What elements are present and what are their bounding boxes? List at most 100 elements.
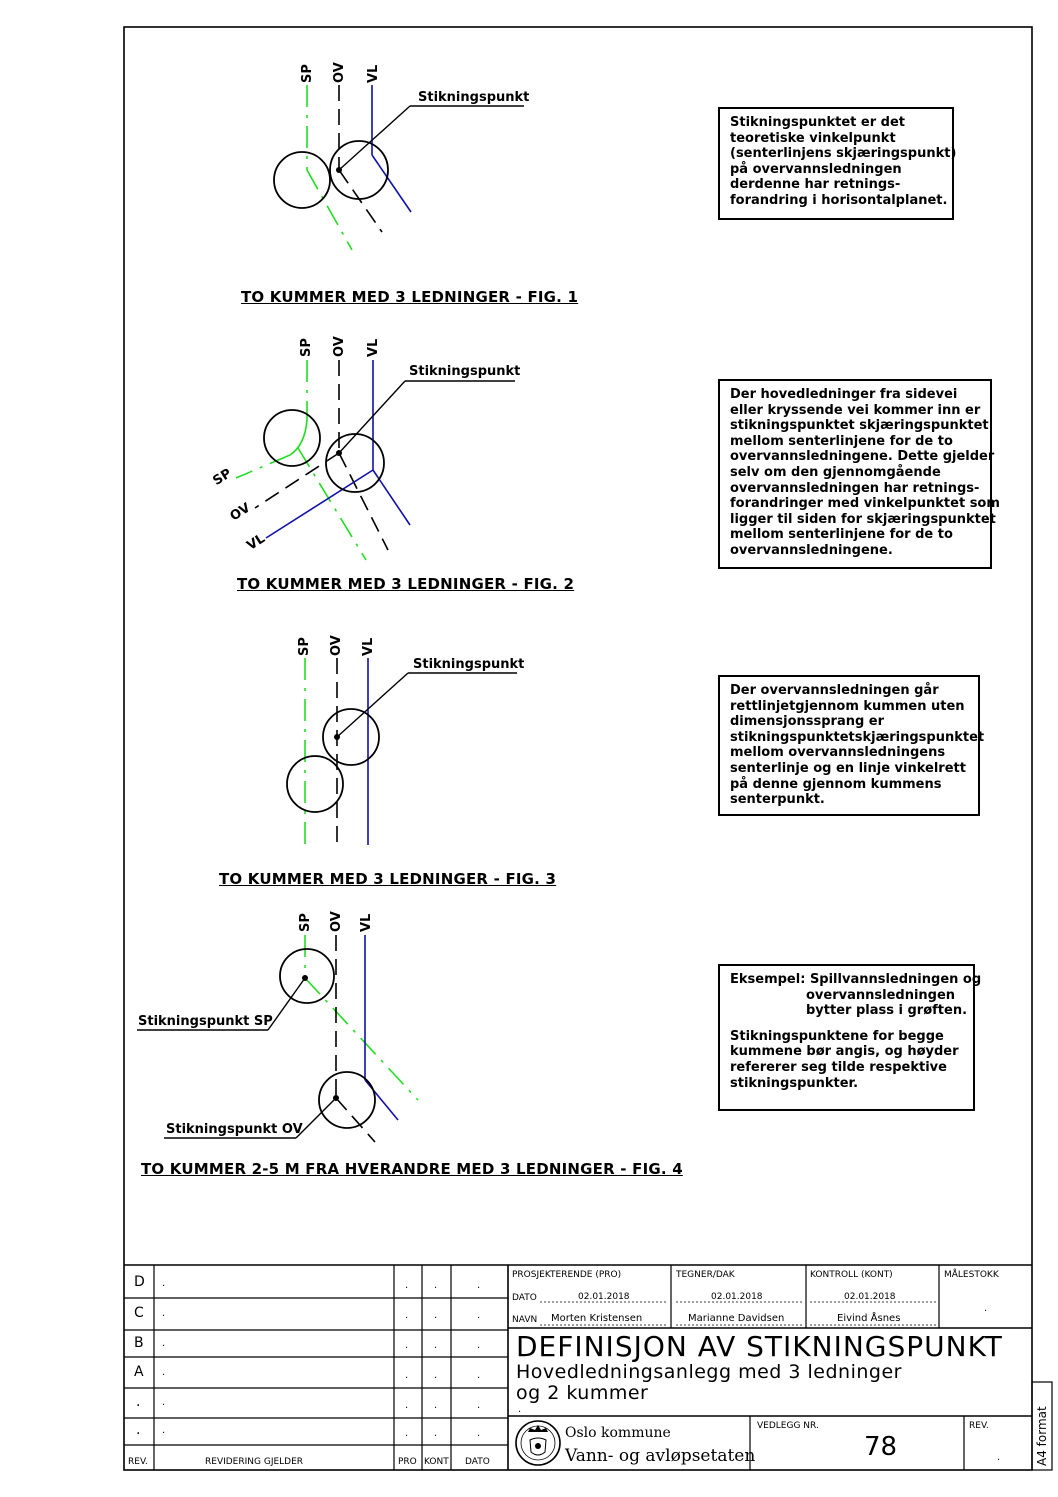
pro-header: PRO (398, 1457, 417, 1467)
fig1-label-vl: VL (366, 64, 381, 83)
rev-row-5: . (136, 1394, 141, 1410)
rev-row-d-pro: . (405, 1280, 409, 1291)
fig1-ov-line-angled (338, 169, 383, 233)
fig2-vl-cont (372, 469, 411, 526)
drawing-subtitle-2: og 2 kummer (516, 1382, 649, 1404)
rev-row-5-desc: . (162, 1397, 166, 1408)
fig2-label-sp: SP (299, 338, 314, 357)
rev-row-a-dato: . (477, 1370, 481, 1381)
fig4-note: Eksempel: Spillvannsledningen og overvan… (718, 964, 981, 1111)
oslo-kommune-seal-icon (515, 1420, 561, 1466)
fig2-diagram (235, 360, 515, 561)
note-line: Eksempel: Spillvannsledningen og (730, 972, 981, 988)
fig3-note: Der overvannsledningen går rettlinjetgje… (718, 675, 985, 816)
fig2-sp-cont (297, 447, 367, 561)
fig4-sp-cont (304, 977, 419, 1101)
fig4-label-ov: OV (329, 911, 344, 932)
note-line: mellom overvannsledningens (730, 745, 946, 761)
fig1-manhole-right (329, 140, 389, 200)
rev-row-5-pro: . (405, 1400, 409, 1411)
fig3-label-sp: SP (297, 637, 312, 656)
rev-row-c-pro: . (405, 1310, 409, 1321)
fig2-sp-side (235, 454, 291, 479)
rev-row-c-desc: . (162, 1308, 166, 1319)
fig2-ov-side (254, 452, 340, 509)
rev-row-b: B (134, 1335, 144, 1351)
drawing-subtitle-1: Hovedledningsanlegg med 3 ledninger (516, 1361, 902, 1383)
note-line: rettlinjetgjennom kummen uten (730, 698, 965, 714)
note-line: senterpunkt. (730, 792, 825, 808)
fig3-manhole-lower (286, 755, 344, 813)
note-line: på denne gjennom kummens (730, 776, 942, 792)
fig2-label-ov: OV (332, 336, 347, 357)
note-lead: Eksempel: (730, 972, 806, 987)
note-line: bytter plass i grøften. (806, 1003, 968, 1019)
rev-row-6-pro: . (405, 1428, 409, 1439)
a4-format-label: A4 format (1035, 1406, 1049, 1466)
note-line: overvannsledningen har retnings- (730, 480, 980, 496)
kontroll-name: Eivind Åsnes (837, 1313, 901, 1324)
org-name-2: Vann- og avløpsetaten (565, 1446, 756, 1466)
fig4-label-vl: VL (359, 913, 374, 932)
fig2-sp-curve (289, 419, 308, 456)
malestokk-label: MÅLESTOKK (944, 1270, 999, 1280)
rev-row-c: C (134, 1305, 144, 1321)
note-line: mellom senterlinjene for de to (730, 527, 953, 543)
fig2-manhole-left (263, 409, 321, 467)
rev-row-6: . (136, 1422, 141, 1438)
rev-row-6-kont: . (434, 1428, 438, 1439)
fig1-label-ov: OV (332, 62, 347, 83)
note-head-line: Spillvannsledningen og (809, 972, 982, 987)
tegner-name: Marianne Davidsen (688, 1313, 785, 1324)
note-line: teoretiske vinkelpunkt (730, 130, 896, 146)
rev-row-5-kont: . (434, 1400, 438, 1411)
kontroll-label: KONTROLL (KONT) (810, 1270, 893, 1280)
sheet-frame (123, 26, 1033, 1471)
rev-row-b-dato: . (477, 1340, 481, 1351)
fig4-manhole-sp (279, 948, 335, 1004)
fig1-label-sp: SP (300, 64, 315, 83)
note-line: (senterlinjens skjæringspunkt) (730, 146, 957, 162)
dato-label: DATO (512, 1293, 537, 1303)
rev-row-b-kont: . (434, 1340, 438, 1351)
note-line: overvannsledningene. Dette gjelder (730, 449, 995, 465)
note-line: senterlinje og en linje vinkelrett (730, 760, 966, 776)
note-line: overvannsledningene. (730, 542, 893, 558)
navn-label: NAVN (512, 1315, 538, 1325)
rev-row-d-desc: . (162, 1278, 166, 1289)
note-line: stikningspunktetskjæringspunktet (730, 729, 985, 745)
fig2-manhole-right (325, 433, 385, 493)
drawing-subtitle-3: . (518, 1404, 522, 1415)
drawing-title: DEFINISJON AV STIKNINGSPUNKT (516, 1330, 1003, 1363)
vedlegg-label: VEDLEGG NR. (757, 1421, 819, 1431)
fig3-label-vl: VL (361, 637, 376, 656)
note-line: forandringer med vinkelpunktet som (730, 496, 1000, 512)
note-line: ligger til siden for skjæringspunktet (730, 511, 996, 527)
note-line: selv om den gjennomgående (730, 464, 941, 480)
fig3-label-ov: OV (329, 635, 344, 656)
note-line: Der overvannsledningen går (730, 683, 939, 698)
fig4-diagram (137, 935, 419, 1143)
fig4-caption: TO KUMMER 2-5 M FRA HVERANDRE MED 3 LEDN… (141, 1160, 683, 1178)
note-line: Stikningspunktene for begge (730, 1028, 944, 1044)
fig2-vl-side (265, 469, 374, 539)
note-line: Stikningspunktet er det (730, 115, 906, 130)
rev-row-6-desc: . (162, 1425, 166, 1436)
rev-label: REV. (969, 1421, 989, 1431)
fig1-point-label: Stikningspunkt (418, 90, 530, 105)
vedlegg-value: 78 (864, 1432, 898, 1462)
fig4-vl-cont (364, 1079, 399, 1121)
note-line: eller kryssende vei kommer inn er (730, 402, 981, 418)
note-line: mellom senterlinjene for de to (730, 433, 953, 449)
note-line: dimensjonssprang er (730, 714, 885, 730)
rev-row-b-pro: . (405, 1340, 409, 1351)
title-block-grid (124, 1264, 1053, 1471)
rev-row-b-desc: . (162, 1338, 166, 1349)
note-gap (730, 1019, 963, 1029)
tegner-label: TEGNER/DAK (676, 1270, 735, 1280)
fig2-label-vl: VL (366, 338, 381, 357)
rev-row-a-desc: . (162, 1367, 166, 1378)
rev-row-d-dato: . (477, 1280, 481, 1291)
malestokk-value: . (984, 1303, 988, 1314)
